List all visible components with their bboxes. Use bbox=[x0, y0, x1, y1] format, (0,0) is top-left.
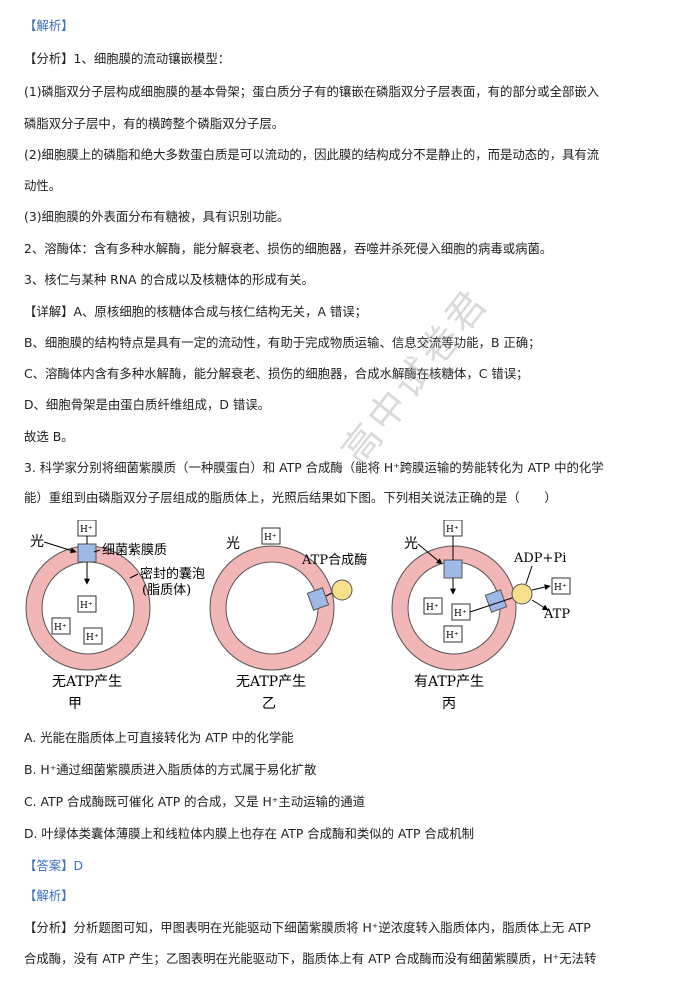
liposome-figure: 光 H⁺ 细菌紫膜质 密封的囊泡 (脂质体) H⁺ H⁺ H⁺ 无ATP产生 甲… bbox=[25, 520, 571, 712]
text-line: D、细胞骨架是由蛋白质纤维组成，D 错误。 bbox=[24, 397, 271, 412]
atp-label: ATP bbox=[543, 607, 570, 622]
text-line: (3)细胞膜的外表面分布有糖被，具有识别功能。 bbox=[24, 209, 290, 224]
text-line: 3、核仁与某种 RNA 的合成以及核糖体的形成有关。 bbox=[24, 272, 314, 287]
option-d: D. 叶绿体类囊体薄膜上和线粒体内膜上也存在 ATP 合成酶和类似的 ATP 合… bbox=[24, 826, 474, 841]
caption-yi: 无ATP产生 bbox=[236, 674, 306, 690]
h-ion-label: H⁺ bbox=[446, 631, 459, 641]
text-line: 【详解】A、原核细胞的核糖体合成与核仁结构无关，A 错误； bbox=[24, 304, 368, 319]
answer-line: 【答案】D bbox=[24, 858, 84, 873]
question-stem-line: 3. 科学家分别将细菌紫膜质（一种膜蛋白）和 ATP 合成酶（能将 H⁺跨膜运输… bbox=[24, 460, 604, 475]
name-bing: 丙 bbox=[442, 696, 456, 712]
caption-jia: 无ATP产生 bbox=[52, 674, 122, 690]
atp-synthase-protein bbox=[484, 589, 508, 613]
section-heading-analysis: 【解析】 bbox=[24, 888, 74, 903]
text-line: 合成酶，没有 ATP 产生；乙图表明在光能驱动下，脂质体上有 ATP 合成酶而没… bbox=[24, 951, 597, 966]
h-ion-label: H⁺ bbox=[426, 603, 439, 613]
h-ion-label: H⁺ bbox=[86, 633, 99, 643]
text-line: 故选 B。 bbox=[24, 429, 74, 444]
h-ion-label: H⁺ bbox=[554, 583, 567, 593]
section-heading-analysis: 【解析】 bbox=[24, 18, 74, 33]
option-a: A. 光能在脂质体上可直接转化为 ATP 中的化学能 bbox=[24, 730, 294, 745]
text-line: 【分析】1、细胞膜的流动镶嵌模型： bbox=[24, 51, 231, 66]
name-yi: 乙 bbox=[262, 696, 276, 712]
liposome-membrane-bing bbox=[392, 546, 516, 670]
text-line: 2、溶酶体：含有多种水解酶，能分解衰老、损伤的细胞器，吞噬并杀死侵入细胞的病毒或… bbox=[24, 241, 553, 256]
light-label: 光 bbox=[30, 534, 44, 550]
h-ion-label: H⁺ bbox=[54, 623, 67, 633]
bacteriorhodopsin-protein bbox=[77, 543, 97, 563]
h-ion-label: H⁺ bbox=[446, 525, 459, 535]
bacteriorhodopsin-label: 细菌紫膜质 bbox=[102, 543, 167, 558]
h-ion-label: H⁺ bbox=[264, 533, 277, 543]
light-label: 光 bbox=[226, 536, 240, 552]
text-line: (1)磷脂双分子层构成细胞膜的基本骨架；蛋白质分子有的镶嵌在磷脂双分子层表面，有… bbox=[24, 84, 600, 99]
atp-synthase-label: ATP合成酶 bbox=[301, 552, 367, 568]
light-label: 光 bbox=[404, 536, 418, 552]
atp-synthase-head bbox=[331, 579, 353, 601]
text-line: C、溶酶体内含有多种水解酶，能分解衰老、损伤的细胞器，合成水解酶在核糖体，C 错… bbox=[24, 366, 529, 381]
liposome-membrane-yi bbox=[210, 546, 334, 670]
text-line: 【分析】分析题图可知，甲图表明在光能驱动下细菌紫膜质将 H⁺逆浓度转入脂质体内，… bbox=[24, 920, 591, 935]
caption-bing: 有ATP产生 bbox=[414, 674, 484, 690]
question-stem-line: 能）重组到由磷脂双分子层组成的脂质体上，光照后结果如下图。下列相关说法正确的是（… bbox=[24, 490, 557, 505]
text-line: B、细胞膜的结构特点是具有一定的流动性，有助于完成物质运输、信息交流等功能，B … bbox=[24, 335, 541, 350]
option-b: B. H⁺通过细菌紫膜质进入脂质体的方式属于易化扩散 bbox=[24, 762, 317, 777]
text-line: (2)细胞膜上的磷脂和绝大多数蛋白质是可以流动的，因此膜的结构成分不是静止的，而… bbox=[24, 147, 600, 162]
text-line: 动性。 bbox=[24, 178, 62, 193]
atp-synthase-head bbox=[511, 583, 533, 605]
h-ion-label: H⁺ bbox=[454, 609, 467, 619]
option-c: C. ATP 合成酶既可催化 ATP 的合成，又是 H⁺主动运输的通道 bbox=[24, 794, 366, 809]
text-line: 磷脂双分子层中，有的横跨整个磷脂双分子层。 bbox=[24, 116, 285, 131]
vesicle-label: 密封的囊泡 bbox=[140, 566, 205, 582]
h-ion-label: H⁺ bbox=[80, 525, 93, 535]
vesicle-sublabel: (脂质体) bbox=[142, 583, 191, 598]
bacteriorhodopsin-protein bbox=[443, 559, 463, 579]
adp-label: ADP+Pi bbox=[513, 551, 566, 566]
h-ion-label: H⁺ bbox=[80, 601, 93, 611]
atp-synthase-protein bbox=[306, 587, 330, 611]
name-jia: 甲 bbox=[68, 696, 82, 712]
